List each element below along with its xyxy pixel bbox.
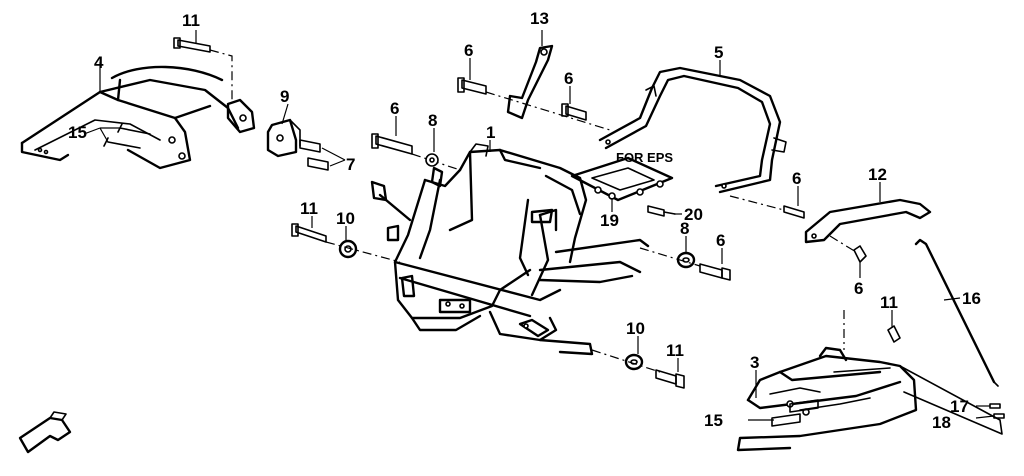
part-15-bolts-right: [771, 399, 819, 427]
part-5-handle-bar: [598, 66, 787, 194]
callout-8-b: 8: [680, 219, 689, 238]
part-10-washer-left: [325, 239, 401, 263]
callout-7: 7: [346, 155, 355, 174]
callout-5: 5: [714, 43, 723, 62]
leader-lines: [83, 30, 995, 421]
callout-11-left: 11: [300, 199, 318, 218]
part-6-bolt-top: [457, 77, 611, 131]
callout-20: 20: [684, 205, 703, 224]
callout-6-d: 6: [792, 169, 801, 188]
callout-10-left: 10: [336, 209, 355, 228]
front-direction-arrow-icon: [18, 411, 72, 454]
part-19-eps-plate: [570, 156, 674, 202]
part-6-bolt-right: [729, 195, 805, 219]
part-12-bracket: [804, 198, 932, 244]
callout-6-e: 6: [716, 231, 725, 250]
part-6-bolt-mid: [561, 103, 587, 121]
part-6-bolt-left: [371, 133, 461, 171]
callout-9: 9: [280, 87, 289, 106]
callout-19: 19: [600, 211, 619, 230]
callout-12: 12: [868, 165, 887, 184]
part-6-bolt-under-12: [829, 235, 867, 263]
part-16-rod: [914, 238, 999, 387]
callout-10-bottom: 10: [626, 319, 645, 338]
callout-4: 4: [94, 53, 104, 72]
callout-16: 16: [962, 289, 981, 308]
callout-15-right: 15: [704, 411, 723, 430]
part-7-bolts: [299, 139, 346, 171]
callout-3: 3: [750, 353, 759, 372]
callout-11-bottom: 11: [666, 341, 684, 360]
callout-6-c: 6: [390, 99, 399, 118]
part-17-18-pins: [989, 403, 1005, 419]
part-8-washer-left: [425, 153, 439, 167]
callout-13: 13: [530, 9, 549, 28]
callout-11-top-left: 11: [182, 11, 200, 30]
part-1-main-frame: [370, 143, 650, 356]
part-15-bolts-left: [103, 123, 151, 149]
part-20-bolt: [647, 205, 676, 217]
part-6-bolt-right-lower: [639, 247, 731, 281]
part-11-bolt-bottom: [655, 369, 685, 389]
callout-6-b: 6: [564, 69, 573, 88]
callout-17: 17: [950, 397, 969, 416]
part-13-bracket: [506, 44, 554, 120]
callout-6-a: 6: [464, 41, 473, 60]
part-11-bolt-left: [291, 223, 327, 243]
part-11-bolt-top-left: [173, 37, 233, 100]
callout-11-right: 11: [880, 293, 898, 312]
callout-6-f: 6: [854, 279, 863, 298]
callout-18: 18: [932, 413, 951, 432]
callout-labels: 4 11 15 9 7 13 6 6 6 8 1 FOR EPS 5 6 12 …: [68, 9, 981, 432]
for-eps-note: FOR EPS: [616, 150, 673, 165]
part-4-front-bracket: [20, 65, 240, 170]
callout-15-left: 15: [68, 123, 87, 142]
part-side-plate-left: [226, 98, 256, 134]
part-9-bracket: [266, 118, 301, 158]
part-10-washer-bottom: [591, 349, 661, 373]
callout-1: 1: [486, 123, 495, 142]
callout-8-a: 8: [428, 111, 437, 130]
